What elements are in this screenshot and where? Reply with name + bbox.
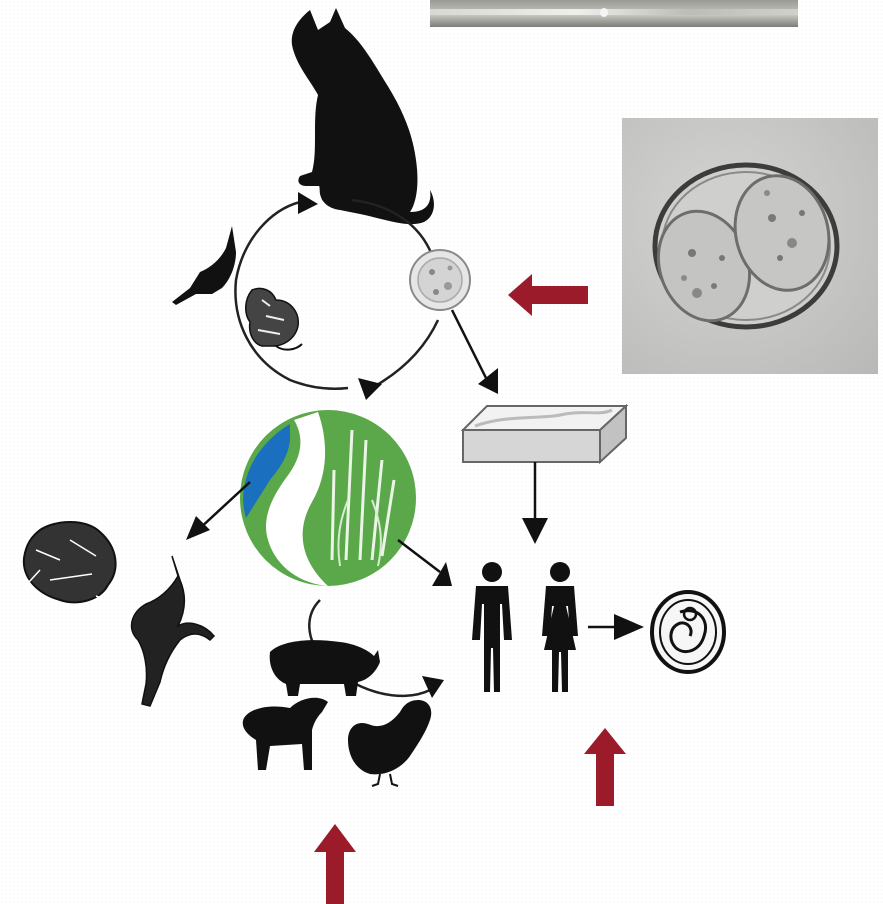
highlight-arrow-oocyst bbox=[508, 274, 588, 316]
oocyst-icon bbox=[410, 250, 470, 310]
chicken-icon bbox=[348, 700, 431, 786]
humans-to-fetus-arrowhead bbox=[614, 614, 644, 640]
cat-icon bbox=[292, 8, 434, 224]
environment-to-humans-line bbox=[398, 540, 440, 572]
livestock-to-humans-arrowhead bbox=[422, 676, 444, 698]
oocyst-to-tray-arrowhead bbox=[478, 368, 498, 394]
loop-arrowheads bbox=[298, 192, 382, 400]
man-icon bbox=[472, 562, 512, 692]
highlight-arrow-livestock bbox=[314, 824, 356, 904]
woman-icon bbox=[542, 562, 578, 692]
fetus-icon bbox=[652, 592, 724, 672]
tray-to-humans-arrowhead bbox=[522, 518, 548, 544]
loop-arrowhead-to-cat bbox=[298, 192, 318, 214]
rodent-icon bbox=[246, 288, 302, 349]
oocyst-to-tray-line bbox=[452, 310, 486, 378]
kangaroo-icon bbox=[132, 556, 214, 706]
loop-arrowhead-to-environment bbox=[358, 378, 382, 400]
environment-to-humans-arrowhead bbox=[432, 562, 452, 586]
sheep-icon bbox=[243, 698, 328, 770]
litter-tray-icon bbox=[463, 406, 626, 462]
bird-icon bbox=[172, 226, 236, 305]
environment-to-wild-arrowhead bbox=[186, 516, 210, 540]
soil-water-vegetation-icon bbox=[240, 410, 416, 586]
wild-cat-icon bbox=[18, 522, 130, 610]
highlight-arrow-humans bbox=[584, 728, 626, 806]
